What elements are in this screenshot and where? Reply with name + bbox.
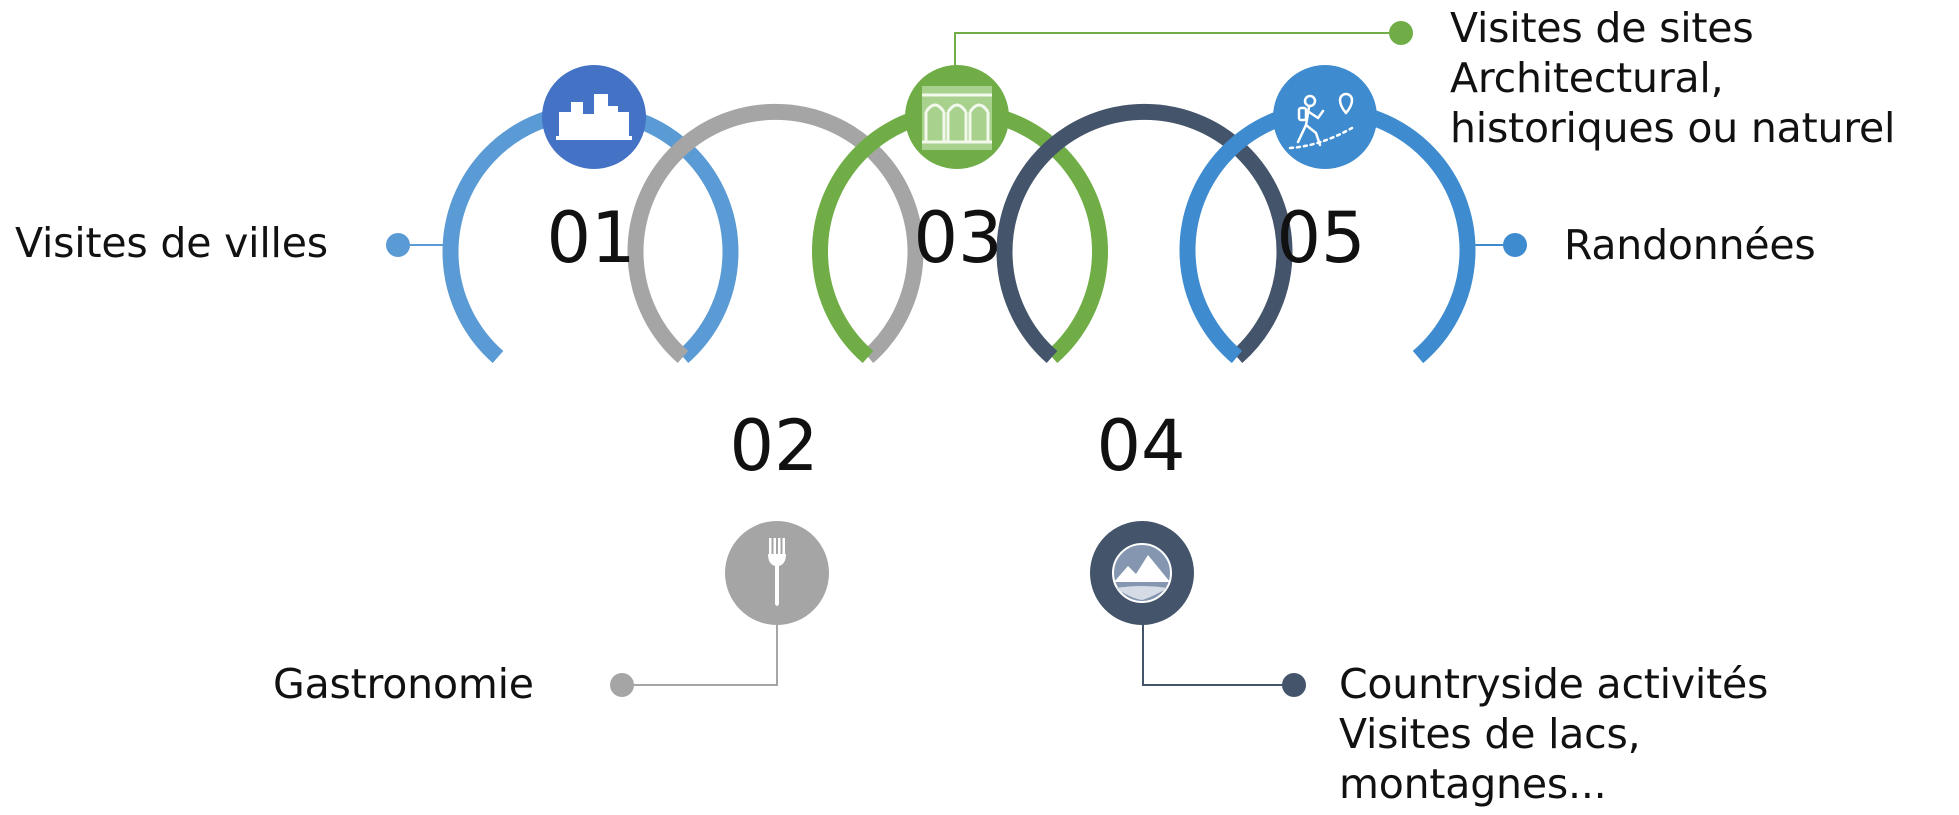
step-label-02: Gastronomie	[273, 659, 534, 709]
step-label-01-line-1: Visites de villes	[15, 219, 328, 267]
step-number-01: 01	[546, 197, 635, 279]
step-label-04-line-3: montagnes...	[1339, 760, 1607, 808]
step-number-04: 04	[1096, 405, 1185, 487]
city-skyline-icon	[556, 94, 632, 140]
leader-line-03	[954, 32, 1401, 70]
leader-dot-03	[1389, 21, 1413, 45]
aqueduct-icon	[922, 86, 992, 150]
leader-dot-02	[610, 673, 634, 697]
step-label-03-line-1: Visites de sites	[1450, 4, 1754, 52]
leader-line-04	[1142, 625, 1294, 686]
step-label-05: Randonnées	[1564, 220, 1816, 270]
hiker-icon	[1288, 92, 1354, 150]
step-label-01: Visites de villes	[15, 218, 328, 268]
leader-dot-01	[386, 233, 410, 257]
leader-line-02	[622, 625, 778, 686]
step-label-04-line-1: Countryside activités	[1339, 660, 1769, 708]
leader-dot-05	[1503, 233, 1527, 257]
leader-dot-04	[1282, 673, 1306, 697]
badge-step-05	[1273, 65, 1377, 169]
step-label-02-line-1: Gastronomie	[273, 660, 534, 708]
badge-step-01	[542, 65, 646, 169]
step-number-03: 03	[913, 197, 1002, 279]
mountain-lake-icon	[1112, 543, 1172, 603]
badge-step-02	[725, 521, 829, 625]
step-label-03-line-3: historiques ou naturel	[1450, 104, 1896, 152]
step-number-05: 05	[1276, 197, 1365, 279]
step-number-02: 02	[729, 405, 818, 487]
step-label-04: Countryside activités Visites de lacs, m…	[1339, 659, 1768, 809]
step-label-03: Visites de sites Architectural, historiq…	[1450, 3, 1895, 153]
fork-icon	[768, 538, 786, 606]
arc-step-04	[996, 103, 1293, 363]
step-label-03-line-2: Architectural,	[1450, 54, 1724, 102]
badge-step-03	[905, 65, 1009, 169]
step-label-05-line-1: Randonnées	[1564, 221, 1816, 269]
arc-step-02	[627, 103, 924, 363]
step-label-04-line-2: Visites de lacs,	[1339, 710, 1641, 758]
badge-step-04	[1090, 521, 1194, 625]
